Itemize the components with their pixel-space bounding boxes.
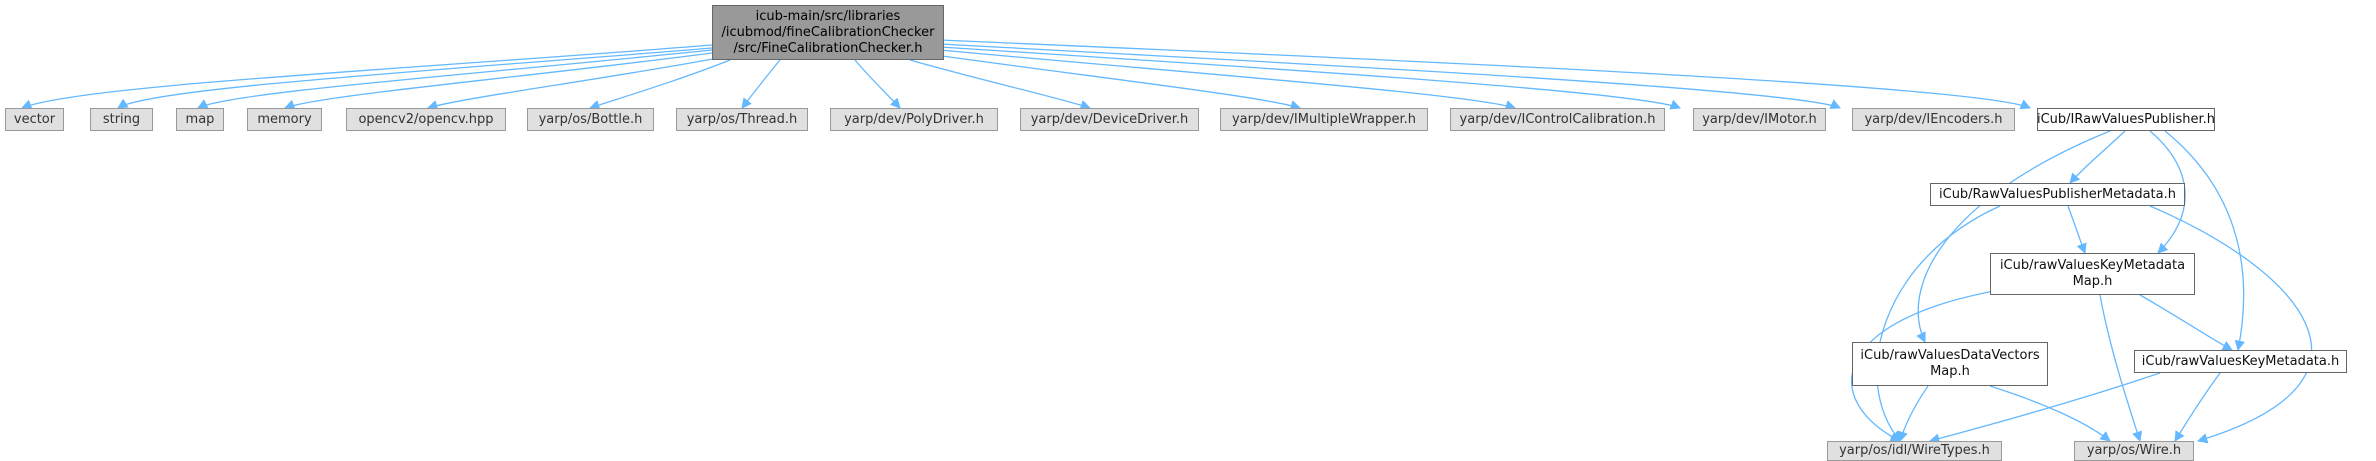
raw-values-key-metadata-node[interactable]: iCub/rawValuesKeyMetadata.h [2134,350,2347,373]
node-label-line-1: iCub/rawValuesKeyMetadata [1999,258,2186,273]
include-label: memory [257,111,312,127]
raw-values-publisher-metadata-node[interactable]: iCub/RawValuesPublisherMetadata.h [1930,183,2185,206]
wire-types-node[interactable]: yarp/os/idl/WireTypes.h [1827,441,2002,461]
include-node-bottle[interactable]: yarp/os/Bottle.h [527,108,654,131]
include-label: yarp/dev/IMotor.h [1702,111,1817,127]
include-node-opencv[interactable]: opencv2/opencv.hpp [346,108,506,131]
edge-root-vector [21,44,713,110]
edge-root-devicedriver [909,59,1091,110]
edge-vectors-wiretypes [1897,385,1929,442]
node-label: yarp/os/Wire.h [2086,443,2182,458]
include-label: yarp/os/Thread.h [686,111,798,127]
root-file-node[interactable]: icub-main/src/libraries /icubmod/fineCal… [712,5,944,60]
include-label: yarp/dev/IEncoders.h [1864,111,2003,127]
edge-root-polydriver [854,59,901,109]
iraw-values-publisher-node[interactable]: iCub/IRawValuesPublisher.h [2037,108,2215,131]
include-node-vector[interactable]: vector [5,108,64,131]
include-node-thread[interactable]: yarp/os/Thread.h [676,108,808,131]
include-node-imotor[interactable]: yarp/dev/IMotor.h [1693,108,1826,131]
edge-root-imultiplewrapper [934,54,1301,111]
include-label: map [185,111,215,127]
include-label: opencv2/opencv.hpp [358,111,494,127]
include-label: yarp/dev/DeviceDriver.h [1030,111,1189,127]
edge-keymap-wire [2099,294,2143,442]
include-label: yarp/dev/PolyDriver.h [844,111,984,127]
edge-root-bottle [589,59,731,110]
edge-iraw-keymeta [2164,130,2245,352]
wire-node[interactable]: yarp/os/Wire.h [2074,441,2194,461]
include-node-icontrolcalibration[interactable]: yarp/dev/IControlCalibration.h [1450,108,1665,131]
edge-meta-wire [2149,205,2313,444]
edge-root-memory [284,52,713,110]
include-node-imultiplewrapper[interactable]: yarp/dev/IMultipleWrapper.h [1220,108,1428,131]
include-node-polydriver[interactable]: yarp/dev/PolyDriver.h [830,108,998,131]
include-label: yarp/os/Bottle.h [538,111,643,127]
edge-iraw-vectors [1916,130,2111,343]
edge-root-map [197,49,713,109]
raw-values-data-vectors-map-node[interactable]: iCub/rawValuesDataVectors Map.h [1852,342,2048,386]
edge-root-thread [741,59,781,109]
edge-iraw-meta [2069,130,2126,184]
root-line-3: /src/FineCalibrationChecker.h [733,40,923,56]
edge-meta-wiretypes [1876,205,2001,442]
node-label-line-2: Map.h [1930,364,1970,379]
edges [21,39,2313,444]
edge-root-icontrolcalibration [939,49,1516,111]
node-label: iCub/IRawValuesPublisher.h [2036,111,2216,127]
include-label: yarp/dev/IMultipleWrapper.h [1231,111,1417,127]
include-label: yarp/dev/IControlCalibration.h [1459,111,1656,127]
node-label: iCub/RawValuesPublisherMetadata.h [1939,186,2176,202]
include-node-devicedriver[interactable]: yarp/dev/DeviceDriver.h [1020,108,1199,131]
edge-root-iencoders [939,43,1841,109]
raw-values-key-metadata-map-node[interactable]: iCub/rawValuesKeyMetadata Map.h [1990,253,2195,295]
edge-keymeta-wiretypes [1928,372,2161,444]
include-node-string[interactable]: string [90,108,153,131]
node-label: yarp/os/idl/WireTypes.h [1839,443,1990,458]
edge-root-string [117,47,713,109]
node-label-line-2: Map.h [2072,274,2113,289]
edge-vectors-wire [1989,385,2111,442]
edge-meta-keymap [2067,205,2087,254]
edge-root-opencv [427,57,719,111]
node-label: iCub/rawValuesKeyMetadata.h [2141,353,2340,369]
include-node-iencoders[interactable]: yarp/dev/IEncoders.h [1852,108,2015,131]
include-node-memory[interactable]: memory [247,108,322,131]
include-label: string [102,111,141,127]
root-line-2: /icubmod/fineCalibrationChecker [721,24,935,40]
include-node-map[interactable]: map [176,108,224,131]
edge-keymeta-wire [2174,372,2221,442]
edge-root-imotor [939,46,1681,110]
edge-root-iraw [939,39,2031,110]
edge-keymap-keymeta [2139,294,2233,351]
node-label-line-1: iCub/rawValuesDataVectors [1860,348,2040,363]
root-line-1: icub-main/src/libraries [755,8,901,24]
include-label: vector [13,111,56,127]
